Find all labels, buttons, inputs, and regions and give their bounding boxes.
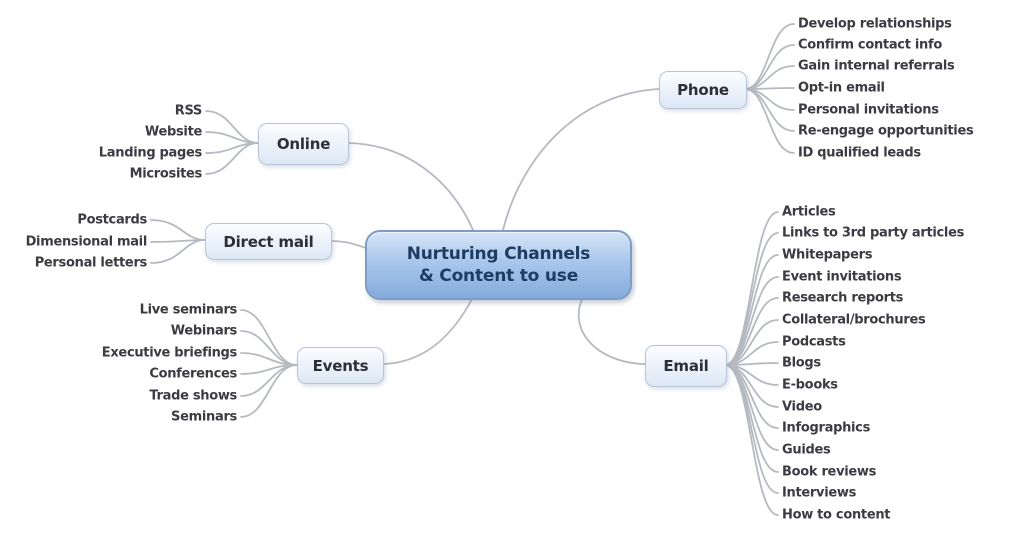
leaf-label[interactable]: Executive briefings xyxy=(101,345,238,361)
connector-leaf xyxy=(240,309,298,366)
leaf-label[interactable]: Conferences xyxy=(149,366,237,382)
connector-leaf xyxy=(744,87,795,90)
leaf-label[interactable]: Develop relationships xyxy=(798,16,952,32)
connector-leaf xyxy=(150,219,206,241)
leaf-label[interactable]: Re-engage opportunities xyxy=(798,123,974,139)
leaf-label[interactable]: How to content xyxy=(782,507,891,523)
connector-leaf xyxy=(744,88,795,154)
leaf-label[interactable]: Landing pages xyxy=(98,145,203,161)
branch-label: Events xyxy=(312,356,369,375)
leaf-label[interactable]: Collateral/brochures xyxy=(782,312,926,328)
leaf-label[interactable]: Opt-in email xyxy=(798,80,885,96)
leaf-label[interactable]: Webinars xyxy=(170,323,238,339)
connector-center-online xyxy=(346,142,474,231)
connector-center-direct-mail xyxy=(329,240,367,249)
central-topic[interactable]: Nurturing Channels & Content to use xyxy=(365,230,632,300)
connector-leaf xyxy=(724,364,779,516)
connector-center-email xyxy=(577,296,646,365)
connector-leaf xyxy=(724,254,779,366)
leaf-label[interactable]: Seminars xyxy=(171,409,237,425)
connector-leaf xyxy=(744,23,795,90)
leaf-label[interactable]: Personal letters xyxy=(34,255,148,271)
leaf-label[interactable]: Interviews xyxy=(782,485,857,501)
leaf-label[interactable]: RSS xyxy=(174,103,203,119)
branch-label: Online xyxy=(276,135,331,153)
leaf-label[interactable]: Guides xyxy=(782,442,831,458)
connector-leaf xyxy=(150,239,206,264)
leaf-label[interactable]: ID qualified leads xyxy=(798,145,921,161)
branch-node-direct-mail[interactable]: Direct mail xyxy=(205,223,332,260)
leaf-label[interactable]: Articles xyxy=(782,204,836,220)
connector-leaf xyxy=(724,232,779,366)
leaf-label[interactable]: Whitepapers xyxy=(782,247,873,263)
leaf-label[interactable]: Podcasts xyxy=(782,334,846,350)
leaf-label[interactable]: Confirm contact info xyxy=(798,37,942,53)
leaf-label[interactable]: Book reviews xyxy=(782,464,877,480)
central-topic-line1: Nurturing Channels xyxy=(406,243,591,264)
leaf-label[interactable]: Links to 3rd party articles xyxy=(782,225,965,241)
leaf-label[interactable]: Postcards xyxy=(77,212,147,228)
leaf-label[interactable]: Infographics xyxy=(782,420,871,436)
leaf-label[interactable]: Gain internal referrals xyxy=(798,58,955,74)
leaf-label[interactable]: Video xyxy=(782,399,822,415)
leaf-label[interactable]: Research reports xyxy=(782,290,904,306)
leaf-label[interactable]: Event invitations xyxy=(782,269,902,285)
branch-node-email[interactable]: Email xyxy=(645,345,727,387)
leaf-label[interactable]: E-books xyxy=(782,377,838,393)
connector-leaf xyxy=(205,110,259,144)
branch-label: Phone xyxy=(677,81,729,99)
leaf-label[interactable]: Website xyxy=(144,124,202,140)
connector-leaf xyxy=(205,142,259,175)
central-topic-line2: & Content to use xyxy=(418,266,579,286)
leaf-label[interactable]: Blogs xyxy=(782,355,821,371)
branch-label: Direct mail xyxy=(223,232,314,251)
connector-leaf xyxy=(724,364,779,473)
connector-center-events xyxy=(381,296,474,365)
leaf-label[interactable]: Microsites xyxy=(129,166,203,182)
branch-node-phone[interactable]: Phone xyxy=(659,71,747,109)
leaf-label[interactable]: Trade shows xyxy=(149,388,237,404)
connector-leaf xyxy=(240,364,298,418)
leaf-label[interactable]: Dimensional mail xyxy=(25,234,148,250)
connector-center-phone xyxy=(502,88,660,231)
leaf-label[interactable]: Personal invitations xyxy=(798,102,939,118)
branch-label: Email xyxy=(663,357,709,375)
leaf-label[interactable]: Live seminars xyxy=(139,302,238,318)
branch-node-events[interactable]: Events xyxy=(297,347,384,384)
branch-node-online[interactable]: Online xyxy=(258,123,349,165)
